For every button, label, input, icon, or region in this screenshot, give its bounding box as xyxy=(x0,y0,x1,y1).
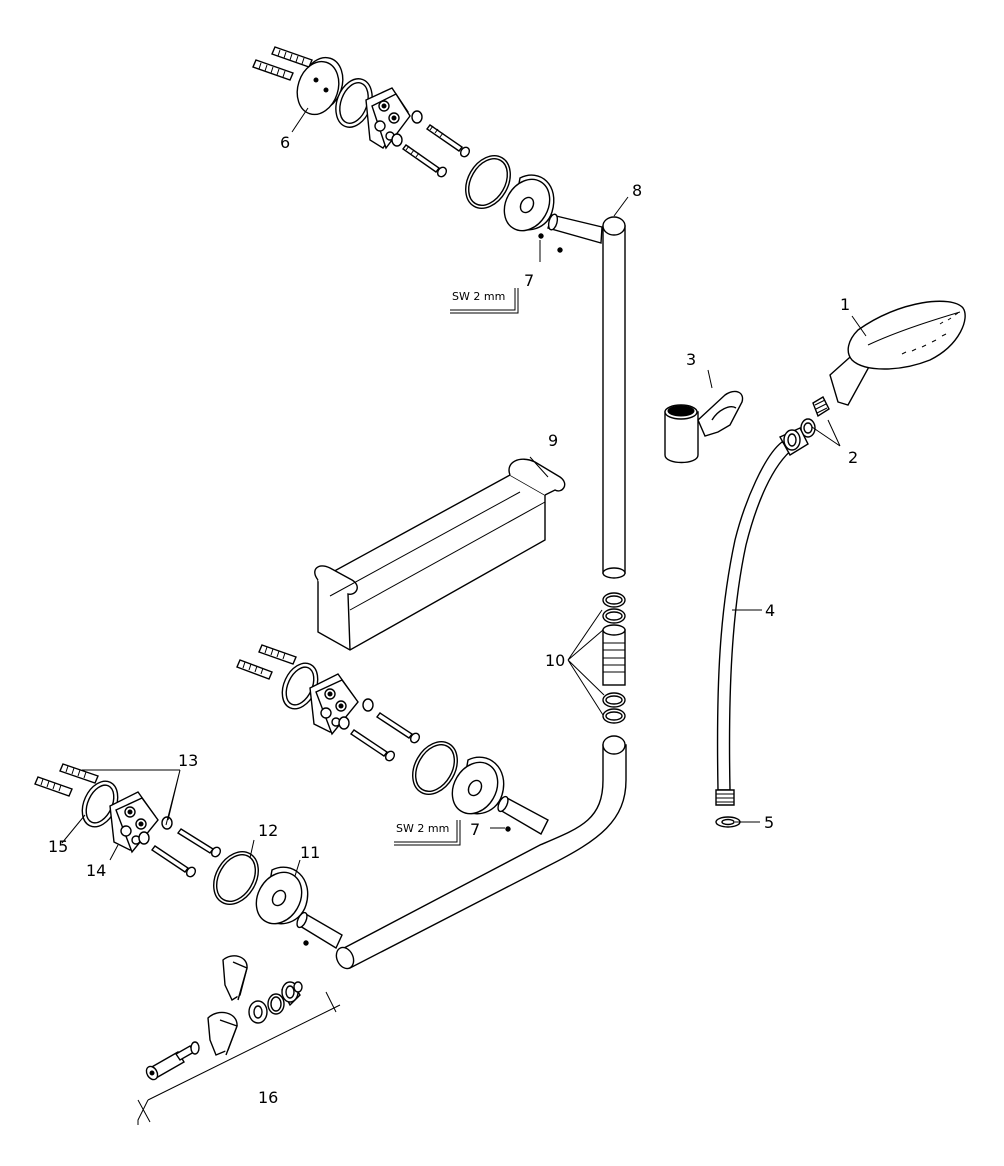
middle-large-o-ring xyxy=(412,741,458,795)
holder-lower-clip xyxy=(207,1011,238,1056)
bottom-wall-plug-1 xyxy=(59,763,99,784)
label-part-13: 13 xyxy=(178,751,198,770)
label-part-9: 9 xyxy=(548,431,558,450)
top-wall-mount-assembly xyxy=(252,46,603,253)
middle-screw-1 xyxy=(375,712,421,744)
label-part-14: 14 xyxy=(86,861,106,880)
top-mounting-disc xyxy=(296,56,344,116)
top-o-ring xyxy=(335,78,373,128)
top-set-screw xyxy=(538,233,544,239)
middle-screw-2 xyxy=(349,729,396,762)
label-part-16: 16 xyxy=(258,1088,278,1107)
label-part-7-bottom: 7 xyxy=(470,820,480,839)
hand-shower xyxy=(829,300,966,406)
bottom-set-screw xyxy=(303,940,309,946)
top-bracket xyxy=(365,87,411,150)
top-washers xyxy=(391,110,423,147)
bottom-wall-mount-assembly xyxy=(34,763,309,946)
middle-washer-2 xyxy=(338,716,350,730)
bottom-washer-2 xyxy=(138,831,150,845)
part-number-labels: 1 2 3 4 5 6 7 7 8 9 10 11 12 13 14 15 16 xyxy=(48,133,858,1107)
slider-holder-set xyxy=(145,955,303,1081)
top-screw-2 xyxy=(402,144,448,178)
label-part-8: 8 xyxy=(632,181,642,200)
label-part-4: 4 xyxy=(765,601,775,620)
bottom-screw-2 xyxy=(150,845,197,878)
allen-key-top xyxy=(450,288,519,314)
bottom-cover-cap xyxy=(255,866,309,925)
middle-wall-plug-1 xyxy=(258,644,297,665)
label-part-11: 11 xyxy=(300,843,320,862)
label-part-7-top: 7 xyxy=(524,271,534,290)
shower-shelf xyxy=(314,458,566,651)
label-part-2: 2 xyxy=(848,448,858,467)
allen-key-bottom xyxy=(394,820,461,846)
top-set-screw-2 xyxy=(557,247,563,253)
middle-bracket xyxy=(309,673,359,736)
top-cover-cap xyxy=(503,174,555,232)
shower-hose xyxy=(715,427,809,806)
label-part-5: 5 xyxy=(764,813,774,832)
middle-wall-mount-assembly xyxy=(236,644,511,832)
label-part-12: 12 xyxy=(258,821,278,840)
tool-label-top: SW 2 mm xyxy=(452,290,505,303)
top-wall-plug-2 xyxy=(252,59,294,81)
bottom-large-o-ring xyxy=(213,851,259,905)
hose-washer xyxy=(715,816,741,828)
holder-ring xyxy=(267,993,285,1015)
bottom-screw-1 xyxy=(176,828,222,858)
label-part-6: 6 xyxy=(280,133,290,152)
holder-washer xyxy=(190,1041,200,1055)
holder-bolt xyxy=(145,1045,195,1081)
holder-upper-clip xyxy=(222,955,248,1002)
label-part-1: 1 xyxy=(840,295,850,314)
middle-o-ring xyxy=(281,662,319,710)
top-wall-plug-1 xyxy=(271,46,313,68)
holder-small-bush xyxy=(248,1000,268,1024)
label-part-15: 15 xyxy=(48,837,68,856)
vertical-rail-bar xyxy=(602,216,626,579)
bottom-wall-plug-2 xyxy=(34,776,73,797)
middle-washer-1 xyxy=(362,698,374,712)
top-screw-1 xyxy=(426,124,471,158)
label-part-3: 3 xyxy=(686,350,696,369)
tool-size-labels: SW 2 mm SW 2 mm xyxy=(396,290,505,835)
top-large-o-ring xyxy=(465,155,511,209)
shower-holder-bracket xyxy=(664,390,744,464)
holder-small-o-ring xyxy=(293,981,303,993)
middle-cover-cap xyxy=(451,756,505,815)
middle-wall-plug-2 xyxy=(236,659,273,680)
tool-label-bottom: SW 2 mm xyxy=(396,822,449,835)
leader-lines xyxy=(61,107,867,1125)
middle-set-screw xyxy=(505,826,511,832)
label-part-10: 10 xyxy=(545,651,565,670)
bar-connector-set xyxy=(602,592,626,724)
hand-shower-washers xyxy=(800,396,830,438)
